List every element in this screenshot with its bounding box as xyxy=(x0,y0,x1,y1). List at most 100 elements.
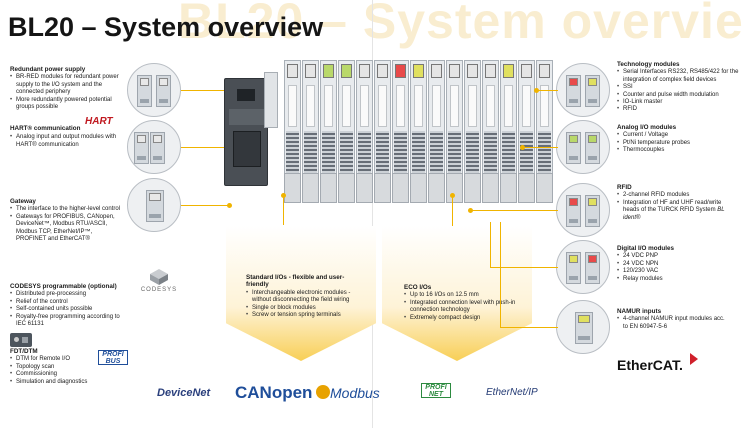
profibus-logo: PROFI BUS xyxy=(98,350,128,365)
list-item: 2-channel RFID modules xyxy=(617,192,739,200)
ethercat-logo: EtherCAT. xyxy=(617,357,683,373)
codesys-title: CODESYS programmable (optional) xyxy=(10,283,117,290)
list-item: More redundantly powered potential group… xyxy=(10,97,120,112)
gateway-title: Gateway xyxy=(10,198,36,205)
list-item: Gateways for PROFIBUS, CANopen, DeviceNe… xyxy=(10,214,122,244)
list-item: 24 VDC NPN xyxy=(617,261,739,269)
list-item: IO-Link master xyxy=(617,99,739,107)
list-item: DTM for Remote I/O xyxy=(10,356,90,364)
list-item: SSI xyxy=(617,84,739,92)
io-module xyxy=(482,60,499,178)
io-base-module xyxy=(302,173,319,203)
list-item: Topology scan xyxy=(10,364,90,372)
list-item: Up to 16 I/Os on 12.5 mm xyxy=(404,292,516,300)
bl20-station-image xyxy=(224,60,554,220)
io-base-module xyxy=(284,173,301,203)
modbus-icon xyxy=(316,385,330,399)
zoom-power-modules xyxy=(127,63,181,117)
section-standard-io: Standard I/Os - flexible and user-friend… xyxy=(246,274,358,320)
section-technology: Technology modules Serial Interfaces RS2… xyxy=(617,61,739,114)
section-codesys: CODESYS programmable (optional) Distribu… xyxy=(10,283,128,328)
io-base-module xyxy=(482,173,499,203)
list-item: Counter and pulse width modulation xyxy=(617,92,739,100)
io-module xyxy=(518,60,535,178)
zoom-gateway xyxy=(127,178,181,232)
section-redundant-power: Redundant power supply BR-RED modules fo… xyxy=(10,66,120,111)
hart-title: HART® communication xyxy=(10,125,81,132)
list-item: Royalty-free programming according to IE… xyxy=(10,314,128,329)
title-watermark: BL20 – System overview xyxy=(178,0,743,49)
io-module xyxy=(500,60,517,178)
list-item: The interface to the higher-level contro… xyxy=(10,206,122,214)
digital-title: Digital I/O modules xyxy=(617,245,675,252)
io-module xyxy=(338,60,355,178)
zoom-hart-modules xyxy=(127,120,181,174)
list-item: Current / Voltage xyxy=(617,132,739,140)
zoom-namur-modules xyxy=(556,300,610,354)
header: BL20 – System overview BL20 – System ove… xyxy=(0,0,743,58)
io-module xyxy=(302,60,319,178)
zoom-digital-modules xyxy=(556,240,610,294)
section-rfid: RFID 2-channel RFID modules Integration … xyxy=(617,184,739,222)
list-item: Simulation and diagnostics xyxy=(10,379,90,387)
analog-title: Analog I/O modules xyxy=(617,124,677,131)
io-base-module xyxy=(518,173,535,203)
io-module xyxy=(428,60,445,178)
list-item: 24 VDC PNP xyxy=(617,253,739,261)
standard-io-panel: Standard I/Os - flexible and user-friend… xyxy=(226,226,376,361)
page-title: BL20 – System overview xyxy=(8,12,324,42)
io-module xyxy=(284,60,301,178)
io-base-module xyxy=(428,173,445,203)
section-fdt-dtm: FDT/DTM DTM for Remote I/O Topology scan… xyxy=(10,348,90,386)
eco-io-panel: ECO I/Os Up to 16 I/Os on 12.5 mm Integr… xyxy=(382,226,532,361)
io-base-module xyxy=(374,173,391,203)
section-analog: Analog I/O modules Current / Voltage Pt/… xyxy=(617,124,739,155)
list-item: Interchangeable electronic modules - wit… xyxy=(246,290,358,305)
section-eco-io: ECO I/Os Up to 16 I/Os on 12.5 mm Integr… xyxy=(404,284,516,322)
list-item: 4-channel NAMUR input modules acc. to EN… xyxy=(617,316,729,331)
list-item: Integrated connection level with push-in… xyxy=(404,300,516,315)
list-item: Distributed pre-processing xyxy=(10,291,128,299)
zoom-analog-modules xyxy=(556,120,610,174)
list-item: Serial Interfaces RS232, RS485/422 for t… xyxy=(617,69,739,84)
io-module xyxy=(536,60,553,178)
io-base-module xyxy=(410,173,427,203)
list-item: Pt/Ni temperature probes xyxy=(617,140,739,148)
io-module xyxy=(374,60,391,178)
fdt-logo-icon xyxy=(10,333,32,347)
codesys-logo: CODESYS xyxy=(132,268,186,298)
codesys-cube-icon xyxy=(150,269,168,285)
io-base-module xyxy=(320,173,337,203)
list-item: Relay modules xyxy=(617,276,739,284)
io-base-module xyxy=(338,173,355,203)
fdt-title: FDT/DTM xyxy=(10,348,38,355)
io-base-module xyxy=(356,173,373,203)
io-base-module xyxy=(446,173,463,203)
page-divider xyxy=(372,0,373,428)
ethercat-arrow-icon xyxy=(690,353,698,365)
list-item: Thermocouples xyxy=(617,147,739,155)
redundant-power-title: Redundant power supply xyxy=(10,66,86,73)
io-module xyxy=(446,60,463,178)
hart-logo: HART xyxy=(85,116,113,127)
list-item: Self-contained units possible xyxy=(10,306,128,314)
section-hart: HART® communication HART Analog input an… xyxy=(10,116,122,149)
zoom-rfid-modules xyxy=(556,183,610,237)
io-module xyxy=(410,60,427,178)
devicenet-logo: DeviceNet xyxy=(157,387,211,399)
io-module xyxy=(392,60,409,178)
io-base-module xyxy=(500,173,517,203)
ethernetip-logo: EtherNet/IP xyxy=(486,387,538,398)
io-base-module xyxy=(536,173,553,203)
io-base-module xyxy=(392,173,409,203)
list-item: Commissioning xyxy=(10,371,90,379)
list-item: Single or block modules xyxy=(246,305,358,313)
io-module xyxy=(320,60,337,178)
list-item: Extremely compact design xyxy=(404,315,516,323)
list-item: RFID xyxy=(617,106,739,114)
modbus-logo: Modbus xyxy=(330,385,380,401)
io-module xyxy=(356,60,373,178)
gateway-module xyxy=(224,78,268,186)
zoom-technology-modules xyxy=(556,63,610,117)
section-digital: Digital I/O modules 24 VDC PNP 24 VDC NP… xyxy=(617,245,739,283)
